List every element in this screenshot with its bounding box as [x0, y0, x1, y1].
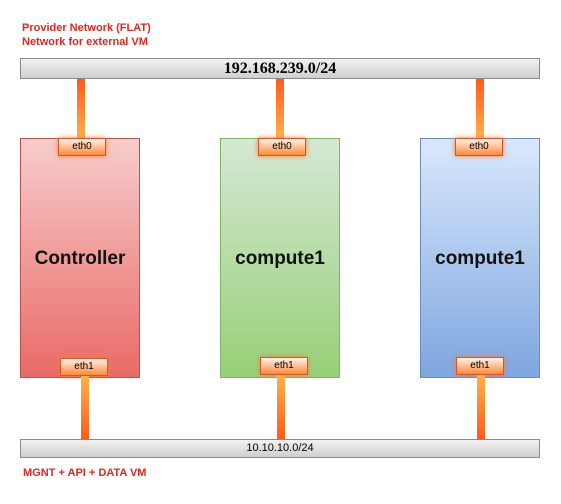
- port-compute1a-eth0: eth0: [258, 138, 306, 156]
- provider-subnet-label: 192.168.239.0/24: [223, 60, 337, 77]
- management-network-bus: 10.10.10.0/24: [20, 439, 540, 458]
- port-compute1a-eth1: eth1: [260, 357, 308, 375]
- management-subnet-label: 10.10.10.0/24: [246, 442, 314, 454]
- provider-network-bus: 192.168.239.0/24: [20, 58, 540, 79]
- node-title: compute1: [435, 248, 525, 269]
- provider-network-subtitle: Network for external VM: [22, 36, 148, 48]
- cable-compute1b-eth0: [476, 79, 484, 139]
- cable-compute1a-eth0: [276, 79, 284, 139]
- port-compute1b-eth0: eth0: [455, 138, 503, 156]
- cable-compute1a-eth1: [277, 375, 285, 439]
- node-compute1-blue[interactable]: compute1: [420, 138, 540, 378]
- management-network-label: MGNT + API + DATA VM: [23, 467, 147, 479]
- cable-controller-eth0: [77, 79, 85, 139]
- provider-network-title: Provider Network (FLAT): [22, 22, 151, 34]
- cable-controller-eth1: [81, 376, 89, 439]
- node-compute1-green[interactable]: compute1: [220, 138, 340, 378]
- node-controller[interactable]: Controller: [20, 138, 140, 378]
- port-controller-eth0: eth0: [58, 138, 106, 156]
- node-title: compute1: [235, 248, 325, 269]
- port-controller-eth1: eth1: [60, 358, 108, 376]
- cable-compute1b-eth1: [477, 375, 485, 439]
- node-title: Controller: [34, 248, 126, 269]
- port-compute1b-eth1: eth1: [456, 357, 504, 375]
